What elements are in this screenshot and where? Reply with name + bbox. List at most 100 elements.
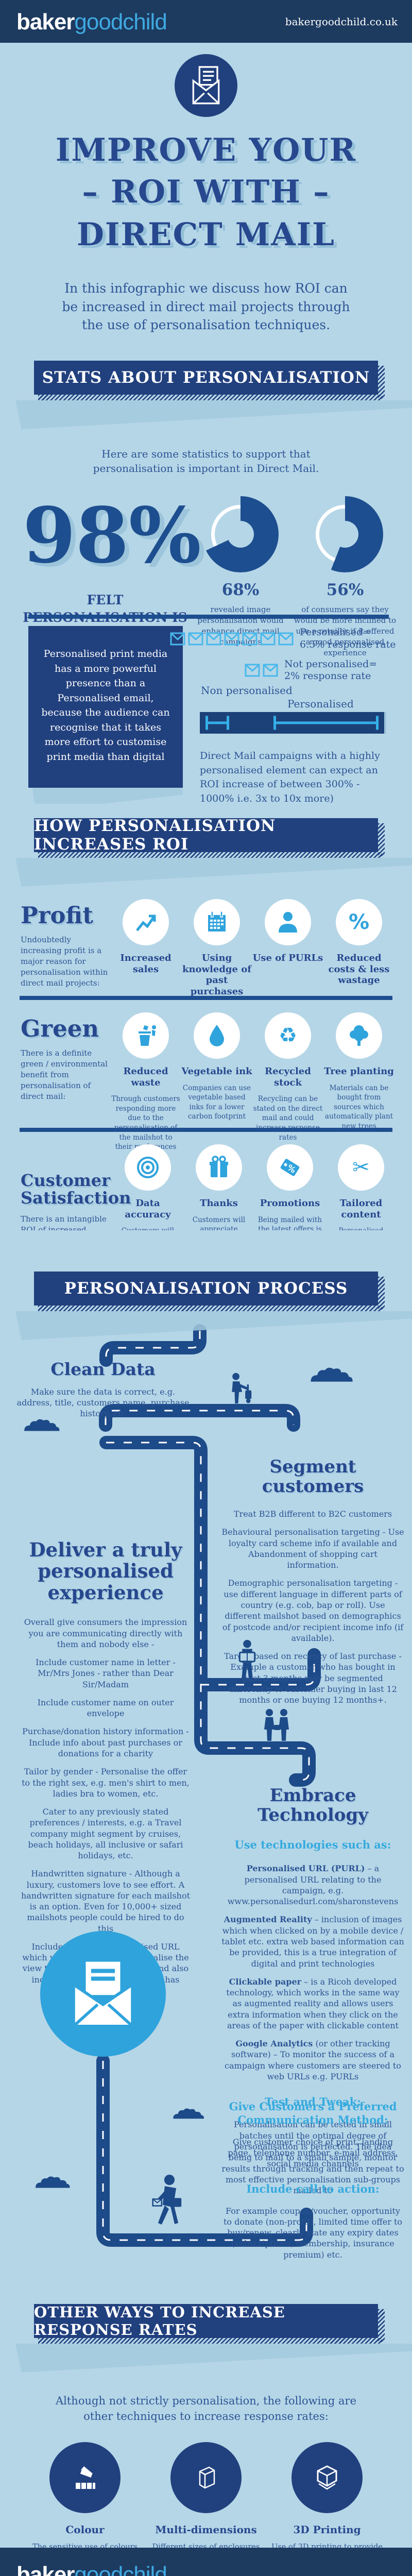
title-line-1: IMPROVE YOUR [55, 132, 357, 168]
item-text: Materials can be bought from sources whi… [324, 1083, 393, 1131]
bar-label-personalised: Personalised [287, 698, 354, 710]
communication-step: Give Customers a Preferred Communication… [221, 2100, 404, 2260]
deliver-p2: Include customer name in letter - Mr/Mrs… [36, 1657, 176, 1689]
segment-p2: Behavioural personalisation targeting - … [221, 1527, 404, 1570]
title-line-2: – ROI WITH – [82, 174, 330, 210]
item-label: Vegetable ink [181, 1066, 252, 1077]
item-text: Customers will appreciate correctly addr… [112, 1226, 183, 1230]
not-personalised-response-row: Not personalised=2% response rate [170, 658, 397, 683]
non-personalised-range [205, 716, 230, 730]
customer-with-box-figure [238, 1640, 256, 1679]
item-label: Using knowledge of past purchases [182, 953, 251, 997]
satisfaction-intro: There is an intangible ROI of increased … [21, 1214, 107, 1230]
satisfaction-heading-block: Customer Satisfaction There is an intang… [21, 1144, 131, 1230]
test-tweak-subheading: Test and Tweak: [265, 2095, 361, 2109]
brand-logo: bakergoodchild [16, 9, 167, 35]
segment-p4: Target based on recency of last purchase… [224, 1651, 402, 1705]
segment-customers-step: Segment customers Treat B2B different to… [221, 1457, 404, 1705]
item-label: Recycled stock [265, 1066, 311, 1088]
banner-hatch [378, 366, 385, 399]
satisfaction-item: ✂ Tailored content Personalised content … [325, 1144, 397, 1230]
deliver-p3: Include customer name on outer envelope [37, 1697, 174, 1719]
satisfaction-item: % Promotions Being mailed with the lates… [254, 1144, 325, 1230]
banner-shadow [15, 1311, 412, 1340]
envelope-icon [170, 632, 185, 646]
target-icon [125, 1144, 171, 1191]
clean-data-text: Make sure the data is correct, e.g. addr… [16, 1386, 190, 1419]
item-text: Use of 3D printing to provide various en… [271, 2543, 383, 2548]
deliver-p6: Cater to any previously stated preferenc… [28, 1807, 183, 1861]
item-label: Increased sales [120, 953, 171, 975]
comm-method-subheading: Give Customers a Preferred Communication… [229, 2100, 397, 2127]
banner-shadow [15, 2344, 412, 2372]
price-tag-icon: % [267, 1144, 313, 1191]
droplet-icon [194, 1012, 240, 1059]
personalised-range [273, 716, 379, 730]
clean-data-step: Clean Data Make sure the data is correct… [15, 1360, 191, 1419]
item-label: 3D Printing [293, 2523, 361, 2536]
envelope-icon [278, 632, 294, 646]
process-section: PERSONALISATION PROCESS Clean Data Make … [0, 1230, 412, 2282]
profit-item: Increased sales [110, 899, 181, 996]
cloud-icon [173, 2108, 204, 2119]
segment-p1: Treat B2B different to B2C customers [233, 1509, 392, 1519]
divider [20, 1128, 392, 1132]
profit-item: % Reduced costs & less wastage [323, 899, 394, 996]
clean-data-heading: Clean Data [50, 1359, 156, 1379]
site-url[interactable]: bakergoodchild.co.uk [285, 15, 398, 28]
item-label: Reduced waste [123, 1066, 168, 1088]
banner-hatch-bottom [38, 395, 382, 400]
logo-goodchild: goodchild [74, 2562, 167, 2576]
green-item: ♻ Recycled stock Recycling can be stated… [252, 1012, 323, 1142]
item-label: Promotions [260, 1198, 320, 1209]
call-to-action-text: For example coupon/voucher, opportunity … [223, 2206, 403, 2260]
item-label: Tree planting [324, 1066, 394, 1077]
profit-item: Use of PURLs [252, 899, 323, 996]
green-heading: Green [21, 1015, 99, 1042]
hero-section: IMPROVE YOUR – ROI WITH – DIRECT MAIL In… [0, 43, 412, 361]
embrace-technology-step: Embrace Technology Use technologies such… [221, 1786, 404, 2196]
deliver-p4: Purchase/donation history information - … [22, 1726, 189, 1758]
deliver-step: Deliver a truly personalised experience … [21, 1539, 191, 1996]
envelope-icons-personalised [170, 632, 294, 646]
bar-caption: Direct Mail campaigns with a highly pers… [200, 750, 380, 804]
banner-hatch [378, 1277, 385, 1310]
increased-sales-icon [123, 899, 169, 945]
green-item: Reduced waste Through customers respondi… [110, 1012, 181, 1151]
stats-subtitle: Here are some statistics to support that… [93, 448, 319, 474]
donut-56-value: 56% [326, 581, 364, 599]
green-item: Vegetable ink Companies can use vegetabl… [181, 1012, 252, 1128]
open-envelope-icon [192, 66, 220, 105]
roi-banner-title: HOW PERSONALISATION INCREASES ROI [34, 817, 276, 854]
google-analytics-text: Google Analytics (or other tracking soft… [225, 2039, 401, 2081]
process-banner-title: PERSONALISATION PROCESS [64, 1279, 348, 1298]
green-row: Green There is a definite green / enviro… [0, 1000, 412, 1151]
use-technologies-subheading: Use technologies such as: [234, 1838, 391, 1852]
donut-68-value: 68% [221, 581, 260, 599]
item-label: Use of PURLs [252, 953, 323, 963]
item-text: Personalised content will increase the c… [325, 1226, 397, 1230]
cloud-icon [35, 2176, 70, 2188]
call-to-action-subheading: Include call to action: [246, 2182, 380, 2196]
item-text: The sensitive use of colours will increa… [32, 2543, 138, 2548]
personalised-rate-text: Personalised=6.5% response rate [300, 626, 396, 650]
print-media-box: Personalised print media has a more powe… [28, 626, 183, 804]
other-intro: Although not strictly personalisation, t… [55, 2395, 357, 2423]
divider [20, 996, 392, 1000]
banner-hatch-bottom [38, 1306, 382, 1311]
personalised-response-row: Personalised=6.5% response rate [170, 626, 397, 651]
printing-3d-item: 3D Printing Use of 3D printing to provid… [271, 2442, 383, 2548]
calendar-icon [194, 899, 240, 945]
envelope-icon [206, 632, 221, 646]
profit-row: Profit Undoubtedly increasing profit is … [0, 887, 412, 997]
recycle-icon: ♻ [265, 1012, 311, 1059]
title-line-3: DIRECT MAIL [76, 216, 336, 253]
logo-goodchild: goodchild [74, 9, 167, 35]
banner-shadow [15, 858, 412, 887]
item-text: Through customers responding more due to… [111, 1095, 180, 1151]
percent-icon: % [336, 899, 382, 945]
waste-bin-icon [123, 1012, 169, 1059]
deliver-p1: Overall give consumers the impression yo… [24, 1617, 187, 1649]
mail-badge-icon [175, 54, 237, 117]
roi-section: HOW PERSONALISATION INCREASES ROI Profit… [0, 804, 412, 1230]
